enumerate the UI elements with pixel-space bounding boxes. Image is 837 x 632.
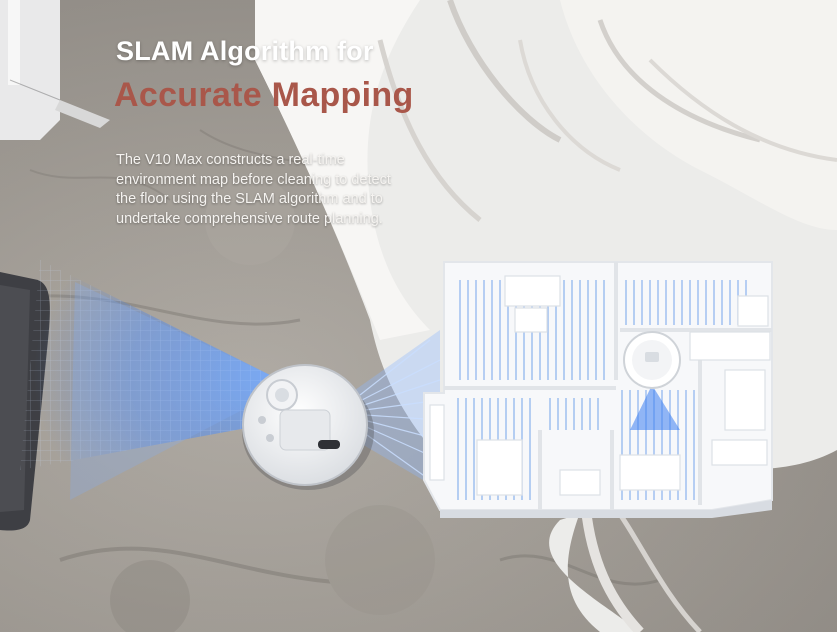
description: The V10 Max constructs a real-time envir…	[116, 151, 451, 229]
heading-line-1: SLAM Algorithm for	[116, 36, 374, 66]
chair-leg	[0, 0, 110, 140]
floor-plan-map	[423, 261, 773, 518]
robot-vacuum	[242, 364, 374, 490]
heading-line-2: Accurate Mapping	[114, 76, 414, 114]
description-line: the floor using the SLAM algorithm and t…	[116, 191, 383, 207]
map-robot-marker	[623, 331, 681, 430]
description-line: environment map before cleaning to detec…	[116, 171, 391, 188]
description-line: The V10 Max constructs a real-time	[116, 152, 345, 168]
description-line: undertake comprehensive route planning.	[116, 210, 383, 227]
lidar-scan	[20, 260, 441, 500]
